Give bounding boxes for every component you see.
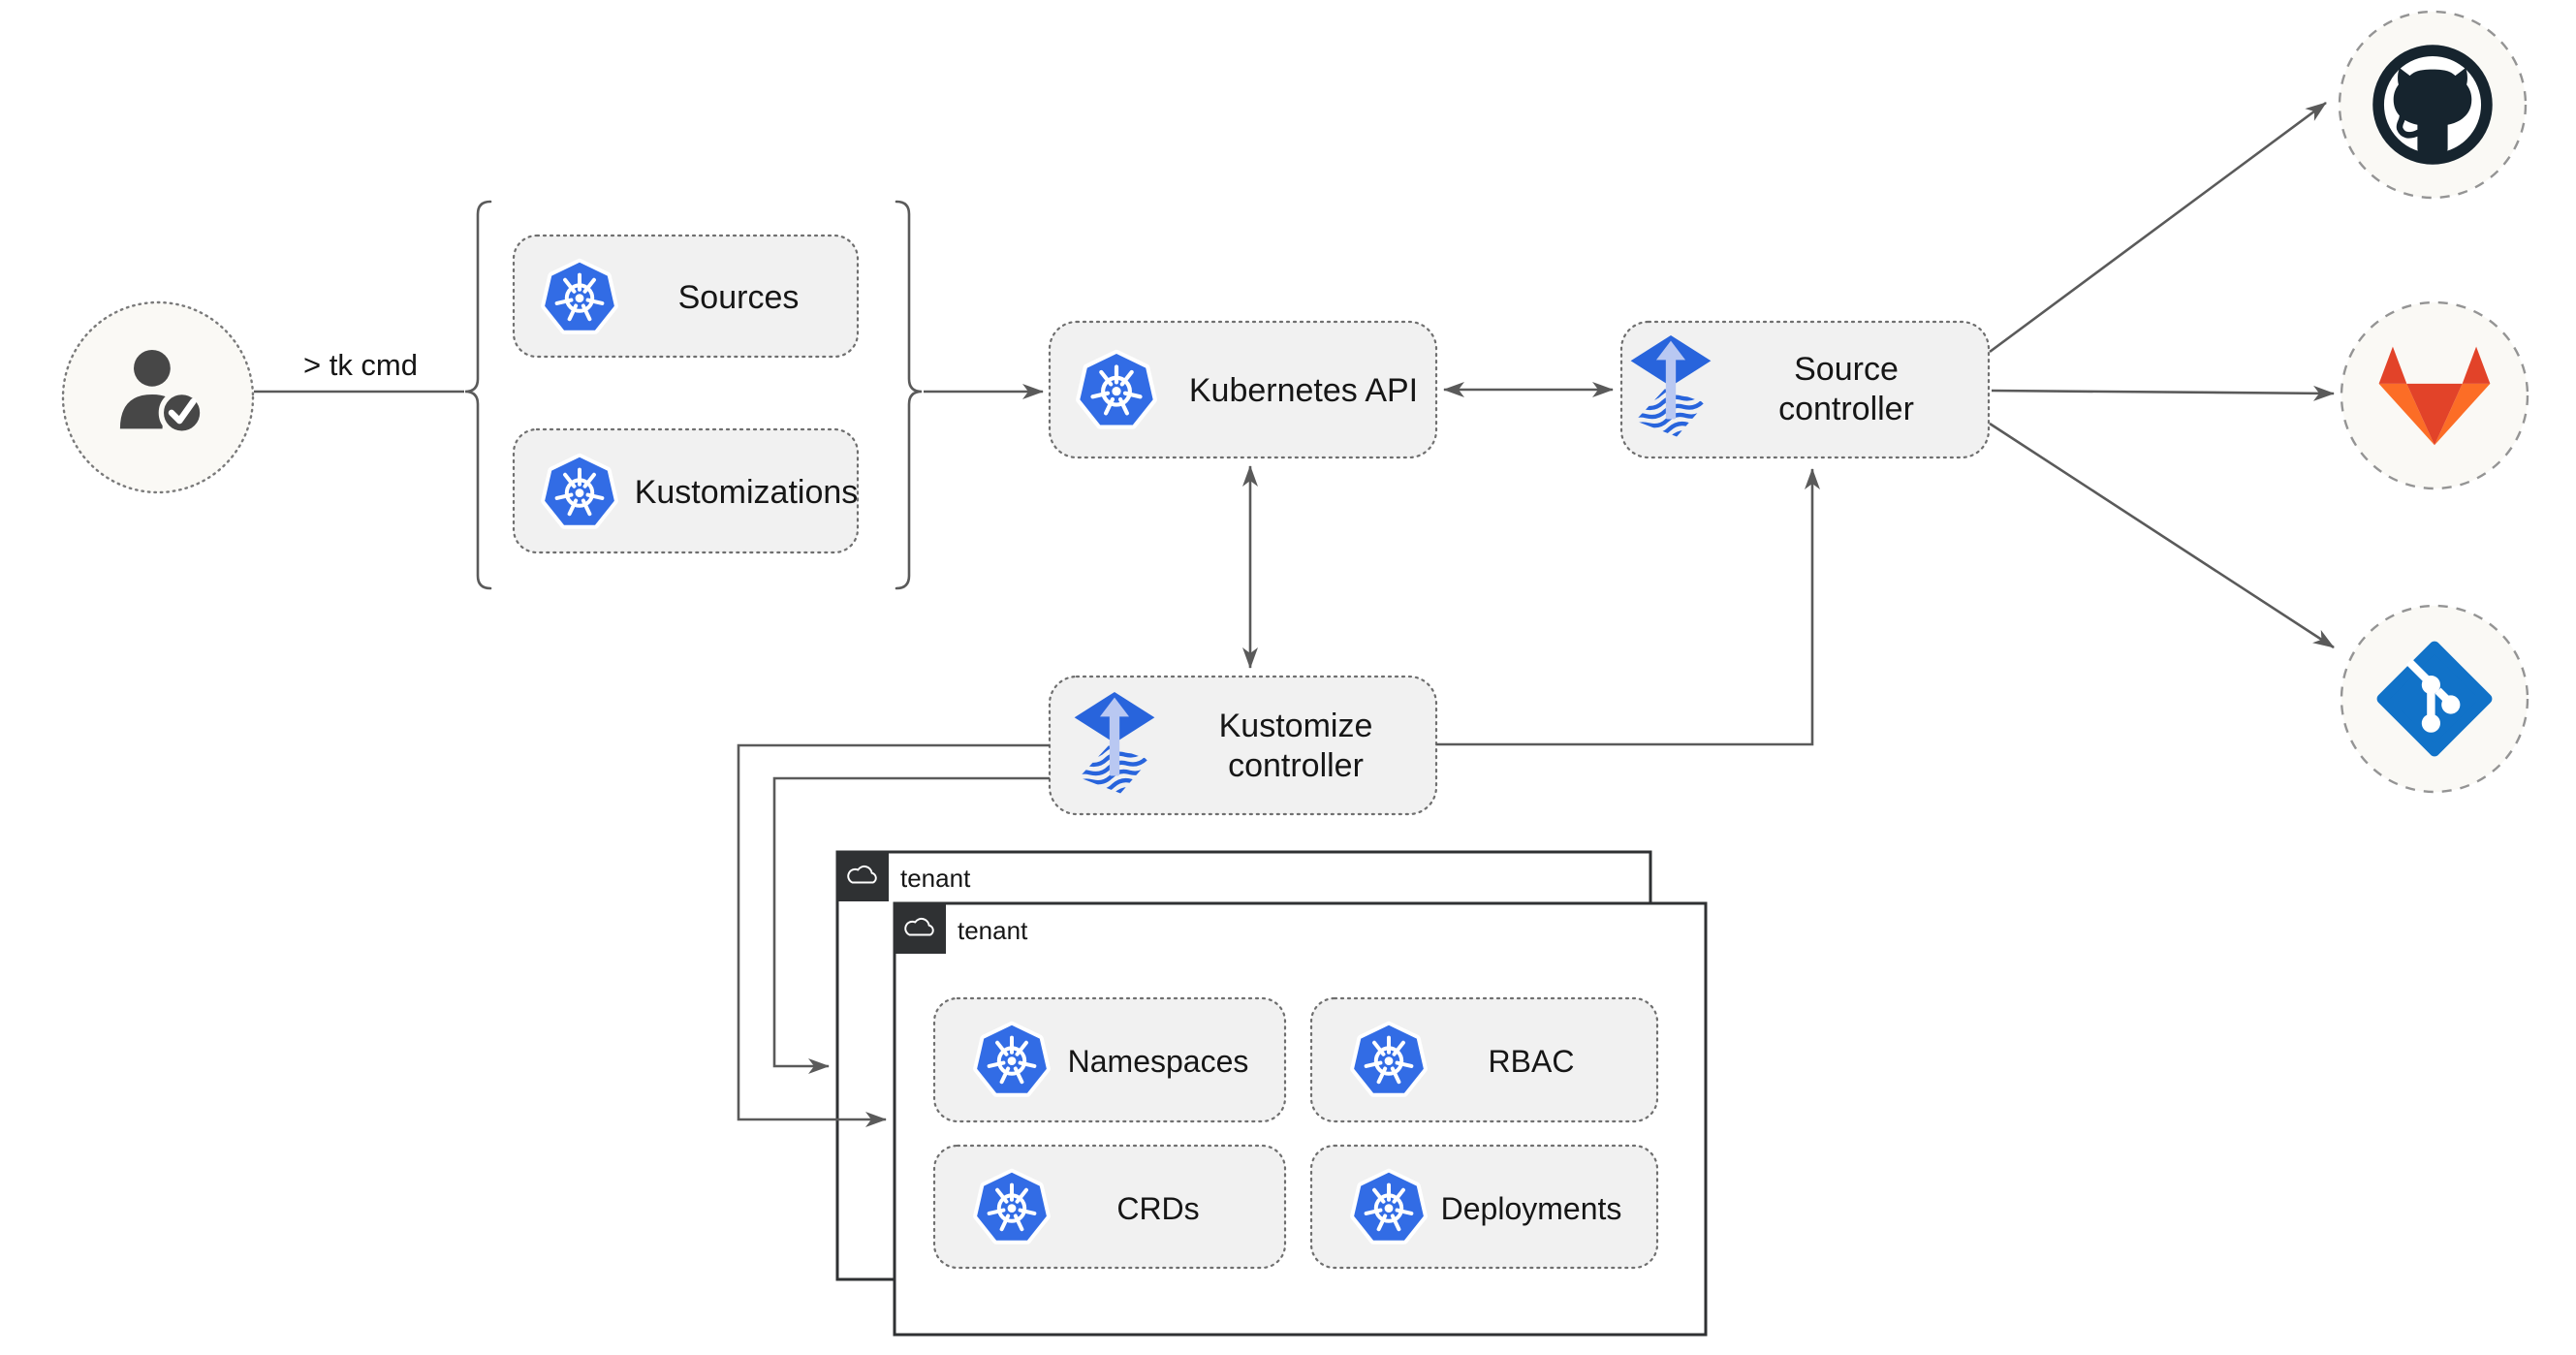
git-remote — [2340, 604, 2529, 794]
sources-label: Sources — [678, 279, 800, 316]
kustomize-controller-node: Kustomize controller — [1048, 675, 1438, 816]
tenant-box-2: tenant Namespaces RBAC CRDs Deployments — [893, 901, 1708, 1337]
github-remote — [2338, 10, 2528, 200]
kustomizations-label: Kustomizations — [635, 474, 859, 511]
rbac-label: RBAC — [1489, 1044, 1575, 1079]
github-icon — [2378, 50, 2487, 159]
deployments-node: Deployments — [1309, 1144, 1659, 1270]
kubernetes-icon — [1080, 354, 1152, 425]
sources-node: Sources — [512, 234, 860, 359]
user-actor — [61, 300, 255, 494]
source-controller-label-line2: controller — [1778, 391, 1914, 427]
kubernetes-icon — [545, 457, 614, 525]
source-to-gitlab-arrow — [1991, 385, 2335, 401]
group-left-brace — [464, 200, 492, 590]
kubernetes-icon — [545, 263, 614, 331]
tenant-2-header — [895, 903, 946, 954]
kubernetes-icon — [977, 1025, 1047, 1093]
cli-command-label: > tk cmd — [303, 348, 418, 382]
namespaces-label: Namespaces — [1068, 1044, 1249, 1079]
kustomize-controller-label-line2: controller — [1228, 747, 1364, 784]
kustomize-to-source-controller-arrow — [1436, 468, 1820, 746]
kubernetes-api-label: Kubernetes API — [1189, 372, 1418, 409]
kustomize-to-tenant-1-arrow — [772, 776, 1050, 1074]
namespaces-node: Namespaces — [932, 996, 1287, 1123]
kubernetes-icon — [1354, 1173, 1424, 1241]
kubernetes-api-box — [1048, 320, 1438, 459]
tenant-2-label: tenant — [958, 916, 1028, 945]
group-right-brace — [895, 200, 923, 590]
source-controller-node: Source controller — [1619, 320, 1991, 459]
gitlab-remote — [2340, 300, 2529, 490]
kustomize-controller-label-line1: Kustomize — [1219, 708, 1373, 744]
source-controller-label-line1: Source — [1794, 351, 1899, 388]
kustomize-to-tenant-2-arrow — [737, 743, 1050, 1127]
tenant-1-label: tenant — [900, 864, 971, 893]
kubernetes-icon — [977, 1173, 1047, 1241]
source-controller-box — [1619, 320, 1991, 459]
kubernetes-icon — [1354, 1025, 1424, 1093]
source-to-git-arrow — [1989, 422, 2335, 649]
tenant-1-header — [837, 852, 889, 901]
rbac-node: RBAC — [1309, 996, 1659, 1123]
kustomizations-node: Kustomizations — [512, 427, 860, 554]
crds-label: CRDs — [1116, 1191, 1199, 1226]
deployments-label: Deployments — [1441, 1191, 1622, 1226]
crds-node: CRDs — [932, 1144, 1287, 1270]
source-to-github-arrow — [1989, 101, 2327, 354]
kubernetes-api-node: Kubernetes API — [1048, 320, 1438, 459]
